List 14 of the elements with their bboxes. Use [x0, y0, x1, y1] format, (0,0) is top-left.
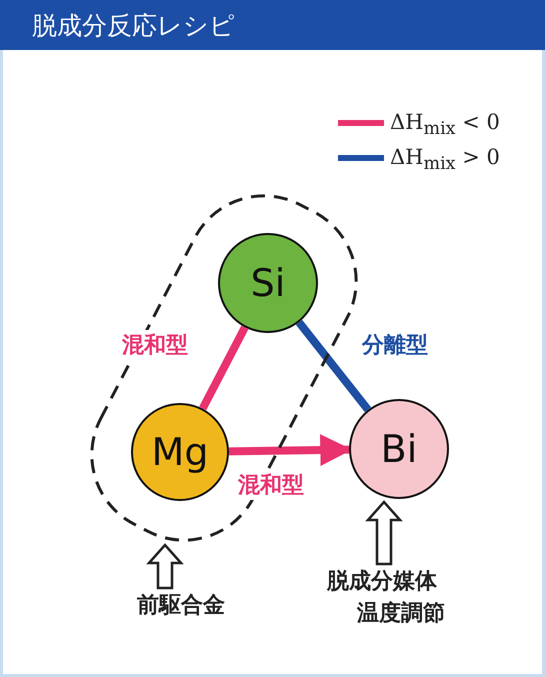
legend-text: ΔH$_{mix}$ < 0	[390, 109, 500, 142]
edge-label: 混和型	[120, 330, 190, 360]
edge-label: 混和型	[236, 470, 306, 500]
hollow-arrow	[365, 500, 403, 566]
text-label: 脱成分媒体温度調節	[327, 566, 445, 630]
title: 脱成分反応レシピ	[32, 10, 235, 42]
text-label: 前駆合金	[105, 590, 225, 620]
element-circle: Bi	[349, 399, 449, 499]
connector-line	[296, 320, 372, 412]
element-circle: Mg	[131, 403, 229, 501]
connector-line	[199, 326, 248, 410]
hollow-arrow	[146, 543, 184, 590]
element-circle: Si	[218, 233, 318, 333]
legend-text: ΔH$_{mix}$ > 0	[390, 144, 500, 176]
